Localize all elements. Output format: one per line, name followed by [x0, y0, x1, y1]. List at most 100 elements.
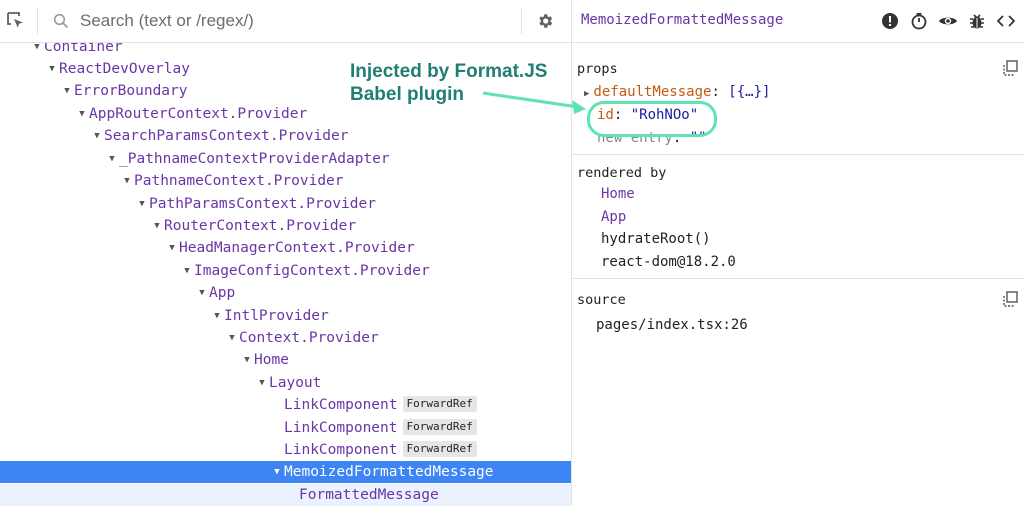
forwardref-badge: ForwardRef — [402, 419, 477, 435]
prop-default-message[interactable]: ▶defaultMessage: [{…}] — [584, 84, 771, 100]
gear-icon[interactable] — [535, 11, 555, 31]
props-section-title: props — [577, 61, 618, 77]
source-location[interactable]: pages/index.tsx:26 — [596, 317, 748, 333]
tree-row[interactable]: ▼ RouterContext.Provider — [0, 215, 571, 237]
highlight-ring — [587, 101, 717, 137]
tree-row[interactable]: ▼ Layout — [0, 372, 571, 394]
eye-icon[interactable] — [938, 11, 958, 31]
expand-arrow-icon[interactable]: ▼ — [274, 467, 280, 477]
bug-icon[interactable] — [967, 11, 987, 31]
tree-row-label: AppRouterContext.Provider — [89, 106, 308, 122]
expand-arrow-icon[interactable]: ▼ — [94, 131, 100, 141]
prop-value: [{…}] — [728, 84, 771, 100]
warning-icon[interactable] — [880, 11, 900, 31]
expand-arrow-icon[interactable]: ▶ — [584, 89, 590, 99]
tree-row-label: LinkComponent — [284, 442, 398, 458]
tree-row[interactable]: FormattedMessage — [0, 484, 571, 506]
annotation-label: Injected by Format.JS Babel plugin — [350, 60, 547, 106]
toolbar-divider — [521, 8, 522, 34]
expand-arrow-icon[interactable]: ▼ — [139, 199, 145, 209]
tree-row[interactable]: ▼ HeadManagerContext.Provider — [0, 237, 571, 259]
tree-row-label: ReactDevOverlay — [59, 61, 190, 77]
rendered-by-item: react-dom@18.2.0 — [601, 254, 736, 270]
tree-row-label: SearchParamsContext.Provider — [104, 128, 349, 144]
tree-row[interactable]: ▼ IntlProvider — [0, 305, 571, 327]
expand-arrow-icon[interactable]: ▼ — [169, 243, 175, 253]
panel-divider[interactable] — [571, 0, 572, 506]
tree-row-label: PathParamsContext.Provider — [149, 196, 376, 212]
rendered-by-section-title: rendered by — [577, 165, 667, 181]
tree-row-label: FormattedMessage — [299, 487, 439, 503]
tree-row-label: Layout — [269, 375, 322, 391]
rendered-by-item[interactable]: App — [601, 209, 627, 225]
expand-arrow-icon[interactable]: ▼ — [199, 288, 205, 298]
tree-toolbar — [0, 0, 571, 43]
annotation-line: Injected by Format.JS — [350, 61, 548, 82]
expand-arrow-icon[interactable]: ▼ — [79, 109, 85, 119]
toolbar-divider — [37, 8, 38, 34]
tree-row-label: MemoizedFormattedMessage — [284, 464, 494, 480]
tree-row-label: App — [209, 285, 236, 301]
tree-row-label: ImageConfigContext.Provider — [194, 263, 430, 279]
inspector-header: MemoizedFormattedMessage — [572, 0, 1024, 43]
tree-row[interactable]: ▼ AppRouterContext.Provider — [0, 103, 571, 125]
tree-row-label: Container — [44, 39, 123, 55]
tree-row-label: Context.Provider — [239, 330, 379, 346]
tree-row-label: ErrorBoundary — [74, 83, 188, 99]
expand-arrow-icon[interactable]: ▼ — [214, 311, 220, 321]
tree-row[interactable]: ▼ ErrorBoundary — [0, 80, 571, 102]
expand-arrow-icon[interactable]: ▼ — [109, 154, 115, 164]
code-icon[interactable] — [996, 11, 1016, 31]
expand-arrow-icon[interactable]: ▼ — [49, 64, 55, 74]
source-section-title: source — [577, 292, 626, 308]
expand-arrow-icon[interactable]: ▼ — [64, 86, 70, 96]
expand-arrow-icon[interactable]: ▼ — [154, 221, 160, 231]
tree-row-label: Home — [254, 352, 289, 368]
forwardref-badge: ForwardRef — [402, 441, 477, 457]
tree-row[interactable]: ▼ App — [0, 282, 571, 304]
tree-row-label: LinkComponent — [284, 397, 398, 413]
rendered-by-item: hydrateRoot() — [601, 231, 711, 247]
tree-row-label: _PathnameContextProviderAdapter — [119, 151, 390, 167]
tree-row-label: IntlProvider — [224, 308, 329, 324]
prop-id[interactable]: id: "RohNOo" — [597, 107, 699, 123]
tree-row[interactable]: ▼ Home — [0, 349, 571, 371]
annotation-line: Babel plugin — [350, 84, 464, 105]
tree-row[interactable]: ▼ ImageConfigContext.Provider — [0, 260, 571, 282]
components-tree-panel: ▼ Container ▼ ReactDevOverlay ▼ ErrorBounda… — [0, 0, 571, 506]
prop-value: "RohNOo" — [630, 107, 699, 123]
expand-arrow-icon[interactable]: ▼ — [244, 355, 250, 365]
timer-icon[interactable] — [909, 11, 929, 31]
search-input[interactable] — [80, 9, 510, 33]
inspector-panel: MemoizedFormattedMessage props ▶defaultM… — [572, 0, 1024, 506]
copy-icon[interactable] — [1002, 60, 1018, 76]
inspector-actions — [880, 11, 1016, 31]
select-element-icon[interactable] — [6, 10, 26, 32]
tree-row[interactable]: ▼ SearchParamsContext.Provider — [0, 125, 571, 147]
prop-key: defaultMessage — [593, 84, 712, 100]
expand-arrow-icon[interactable]: ▼ — [184, 266, 190, 276]
forwardref-badge: ForwardRef — [402, 396, 477, 412]
expand-arrow-icon[interactable]: ▼ — [124, 176, 130, 186]
section-divider — [572, 154, 1024, 155]
tree-row[interactable]: ▼ ReactDevOverlay — [0, 58, 571, 80]
tree-row[interactable]: ▼ Container — [0, 36, 571, 58]
tree-row-label: HeadManagerContext.Provider — [179, 240, 415, 256]
tree-row[interactable]: ▼ Context.Provider — [0, 327, 571, 349]
expand-arrow-icon[interactable]: ▼ — [229, 333, 235, 343]
copy-icon[interactable] — [1002, 291, 1018, 307]
tree-row-label: PathnameContext.Provider — [134, 173, 344, 189]
tree-row[interactable]: ▼ PathParamsContext.Provider — [0, 193, 571, 215]
tree-row[interactable]: ▼ _PathnameContextProviderAdapter — [0, 148, 571, 170]
tree-row[interactable]: ▼ PathnameContext.Provider — [0, 170, 571, 192]
tree-row-label: RouterContext.Provider — [164, 218, 357, 234]
search-icon — [52, 12, 70, 30]
expand-arrow-icon[interactable]: ▼ — [34, 42, 40, 52]
tree-row-selected[interactable]: ▼ MemoizedFormattedMessage — [0, 461, 571, 483]
selected-component-title: MemoizedFormattedMessage — [581, 12, 784, 28]
rendered-by-item[interactable]: Home — [601, 186, 635, 202]
expand-arrow-icon[interactable]: ▼ — [259, 378, 265, 388]
